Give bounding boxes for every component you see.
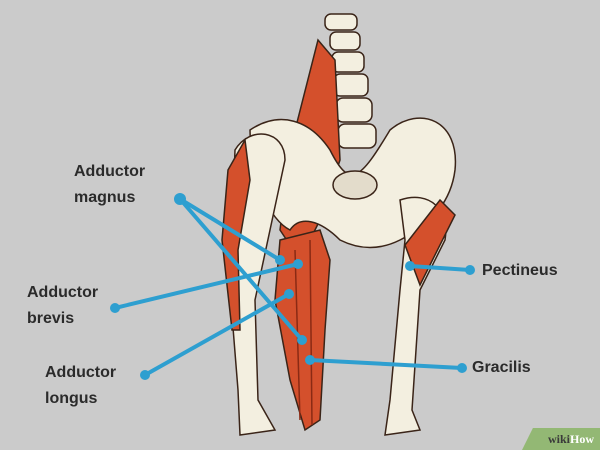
label-pectineus: Pectineus bbox=[482, 262, 558, 279]
label-line: magnus bbox=[74, 189, 136, 206]
logo-how: How bbox=[570, 432, 594, 446]
pointer-gracilis bbox=[309, 358, 463, 370]
pointer-lines bbox=[110, 193, 475, 380]
pointer-brevis bbox=[114, 262, 299, 310]
label-adductor-longus: Adductor longus bbox=[45, 360, 116, 412]
label-adductor-brevis: Adductor brevis bbox=[27, 280, 98, 332]
label-line: Adductor bbox=[74, 163, 146, 180]
label-gracilis: Gracilis bbox=[472, 359, 531, 376]
adductor-muscles bbox=[274, 229, 331, 432]
label-adductor-magnus: Adductor magnus bbox=[74, 159, 145, 211]
label-line: Adductor bbox=[27, 284, 99, 301]
wikihow-logo: wikiHow bbox=[522, 428, 600, 450]
label-line: brevis bbox=[27, 310, 75, 327]
pointer-magnus-2 bbox=[178, 197, 304, 342]
pectineus-muscle bbox=[404, 198, 456, 287]
pointer-pectineus bbox=[409, 264, 471, 272]
label-line: longus bbox=[45, 390, 98, 407]
pointer-magnus-1 bbox=[178, 197, 282, 262]
logo-wiki: wiki bbox=[547, 432, 570, 446]
pointer-longus bbox=[144, 292, 290, 377]
label-line: Adductor bbox=[45, 364, 117, 381]
